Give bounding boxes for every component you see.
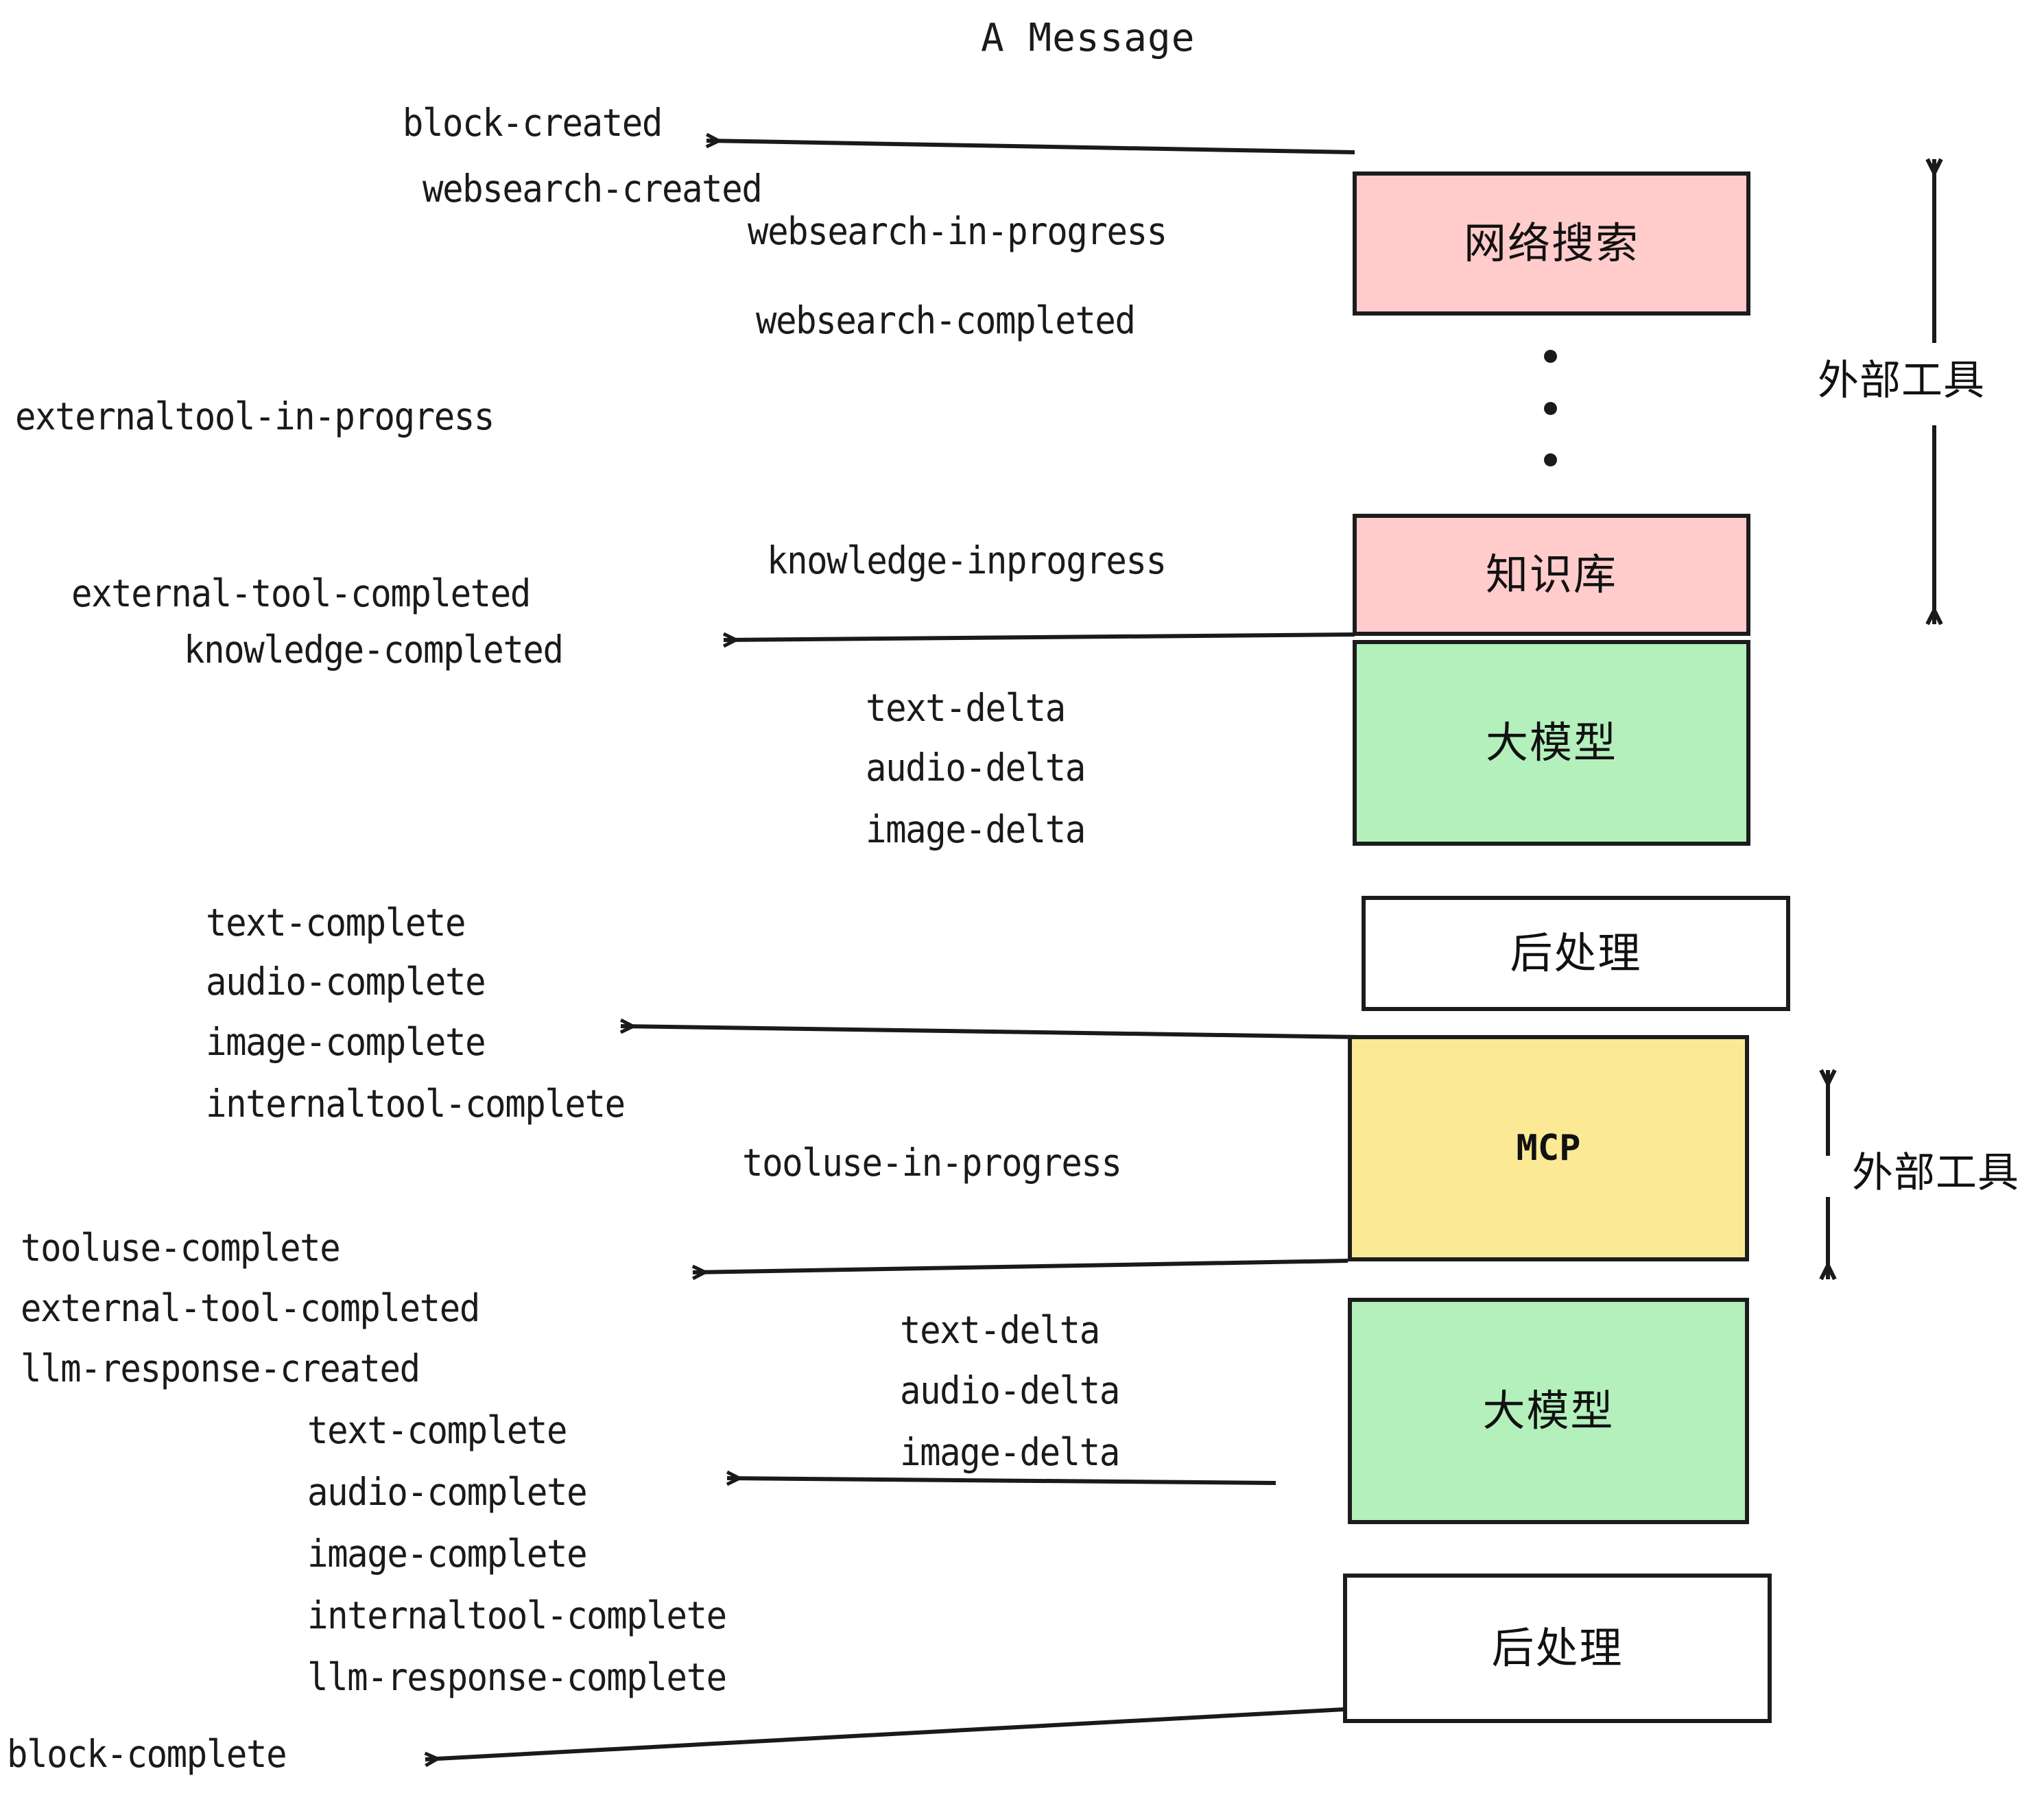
- event-externaltool-in-progress: externaltool-in-progress: [15, 394, 495, 438]
- event-image-complete-1: image-complete: [206, 1020, 486, 1064]
- event-text-delta-1: text-delta: [866, 686, 1066, 730]
- box-websearch-label: 网络搜索: [1463, 218, 1639, 268]
- event-audio-complete-2: audio-complete: [307, 1470, 588, 1514]
- event-audio-delta-2: audio-delta: [900, 1368, 1120, 1412]
- arrow-mcp-to-tooluse: [693, 1259, 1348, 1272]
- box-llm-1-label: 大模型: [1485, 717, 1617, 768]
- ellipsis-dot: [1543, 350, 1557, 363]
- arrow-llm1-to-imagecomplete: [621, 1026, 1362, 1039]
- event-image-delta-1: image-delta: [866, 807, 1086, 851]
- box-knowledge-label: 知识库: [1485, 549, 1617, 600]
- event-llm-response-complete: llm-response-complete: [307, 1655, 727, 1699]
- vertical-ellipsis: [1543, 350, 1557, 466]
- event-text-complete-1: text-complete: [206, 901, 466, 945]
- event-audio-complete-1: audio-complete: [206, 960, 486, 1004]
- box-postprocess-1-label: 后处理: [1510, 928, 1642, 978]
- ellipsis-dot: [1543, 453, 1557, 466]
- event-knowledge-completed: knowledge-completed: [184, 628, 564, 672]
- event-block-created: block-created: [402, 101, 663, 145]
- box-postprocess-1[interactable]: 后处理: [1362, 896, 1790, 1011]
- event-audio-delta-1: audio-delta: [866, 746, 1086, 790]
- event-knowledge-inprogress: knowledge-inprogress: [767, 538, 1167, 582]
- event-text-delta-2: text-delta: [900, 1308, 1100, 1352]
- event-image-delta-2: image-delta: [900, 1430, 1120, 1474]
- event-tooluse-complete: tooluse-complete: [21, 1226, 341, 1270]
- event-websearch-completed: websearch-completed: [756, 298, 1136, 342]
- event-websearch-created: websearch-created: [422, 167, 763, 211]
- arrow-websearch-to-blockcreated: [706, 141, 1355, 154]
- arrow-llm2-to-audiocomplete: [727, 1478, 1276, 1483]
- event-external-tool-completed-2: external-tool-completed: [21, 1286, 480, 1330]
- event-block-complete: block-complete: [7, 1732, 287, 1776]
- box-postprocess-2[interactable]: 后处理: [1343, 1574, 1772, 1723]
- event-websearch-in-progress: websearch-in-progress: [748, 209, 1167, 253]
- box-postprocess-2-label: 后处理: [1491, 1623, 1624, 1673]
- side-label-external-tool-top: 外部工具: [1818, 357, 1985, 405]
- side-label-external-tool-bottom: 外部工具: [1852, 1149, 2019, 1197]
- box-llm-2[interactable]: 大模型: [1348, 1298, 1749, 1524]
- arrow-knowledge-to-completed: [724, 634, 1355, 640]
- ellipsis-dot: [1543, 401, 1557, 415]
- box-mcp-label: MCP: [1516, 1128, 1581, 1169]
- event-image-complete-2: image-complete: [307, 1532, 588, 1576]
- event-internaltool-complete-2: internaltool-complete: [307, 1593, 727, 1637]
- arrow-postprocess-to-blockcomplete: [425, 1707, 1345, 1759]
- event-tooluse-in-progress: tooluse-in-progress: [742, 1141, 1122, 1185]
- box-knowledge[interactable]: 知识库: [1353, 514, 1750, 636]
- diagram-title: A Message: [981, 16, 1196, 60]
- event-external-tool-completed-1: external-tool-completed: [71, 571, 531, 615]
- box-llm-2-label: 大模型: [1482, 1386, 1615, 1436]
- box-websearch[interactable]: 网络搜索: [1353, 171, 1750, 316]
- box-mcp[interactable]: MCP: [1348, 1035, 1749, 1261]
- event-internaltool-complete-1: internaltool-complete: [206, 1082, 626, 1126]
- box-llm-1[interactable]: 大模型: [1353, 640, 1750, 846]
- event-text-complete-2: text-complete: [307, 1408, 567, 1452]
- event-llm-response-created: llm-response-created: [21, 1346, 420, 1390]
